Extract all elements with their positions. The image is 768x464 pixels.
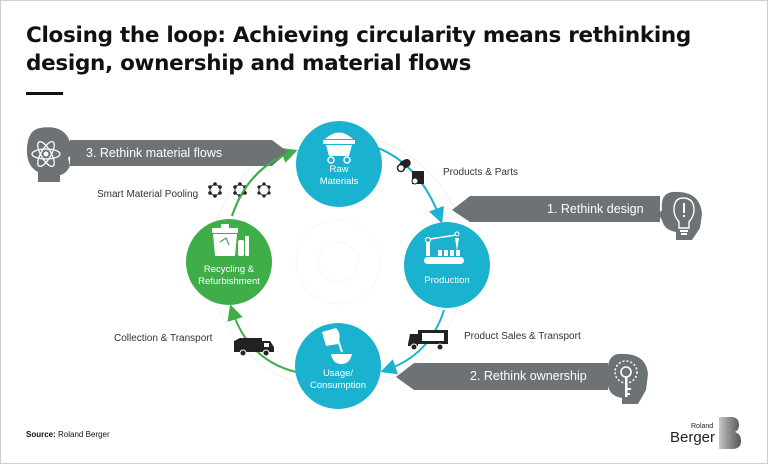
node-recycling-label: Recycling & Refurbishment — [184, 264, 274, 288]
head-lightbulb-icon — [658, 191, 702, 240]
node-usage-label: Usage/ Consumption — [293, 368, 383, 392]
source-label: Source: — [26, 430, 56, 439]
roland-berger-b-logo-icon — [719, 417, 741, 449]
banner-label-ownership: 2. Rethink ownership — [470, 369, 587, 383]
flow-arc-overlay — [231, 151, 293, 217]
recycle-bin-icon — [212, 224, 249, 256]
head-key-icon — [604, 353, 648, 404]
flow-arrow-raw-to-production — [377, 147, 444, 224]
banner-label-design: 1. Rethink design — [547, 202, 644, 216]
flow-label-material-pooling: Smart Material Pooling — [97, 189, 199, 200]
banner-label-material: 3. Rethink material flows — [86, 146, 223, 160]
head-atom-icon — [26, 127, 72, 182]
page-title: Closing the loop: Achieving circularity … — [26, 22, 726, 78]
node-production — [404, 222, 490, 308]
node-label-line: Recycling & — [203, 264, 255, 275]
node-label-line: Materials — [319, 176, 359, 187]
flow-label-products-parts: Products & Parts — [443, 167, 519, 178]
molecule-icons — [208, 182, 271, 198]
mine-cart-icon — [323, 132, 355, 164]
banner-rethink-ownership — [396, 363, 608, 390]
garbage-truck-icon — [234, 338, 274, 357]
banner-rethink-design — [452, 196, 660, 222]
source-note: Source: Roland Berger — [26, 430, 110, 439]
logo-text-bottom: Berger — [670, 429, 716, 446]
banner-rethink-material-flows — [70, 140, 288, 166]
flow-label-collection: Collection & Transport — [114, 333, 213, 344]
source-value: Roland Berger — [58, 430, 110, 439]
title-line-2: design, ownership and material flows — [26, 51, 472, 76]
node-usage-consumption — [295, 323, 381, 409]
node-label-line: Consumption — [310, 380, 366, 391]
node-recycling-refurbishment — [186, 219, 272, 305]
flow-arrow-production-to-usage — [380, 309, 445, 375]
robot-arm-conveyor-icon — [424, 231, 464, 264]
delivery-truck-icon — [408, 330, 448, 351]
node-label-line: Refurbishment — [198, 276, 260, 287]
faint-gear-icon — [295, 219, 381, 305]
node-label-line: Raw — [329, 164, 349, 175]
logo-text-top: Roland — [691, 423, 714, 430]
title-line-1: Closing the loop: Achieving circularity … — [26, 23, 691, 48]
node-raw-materials-label: Raw Materials — [294, 164, 384, 188]
title-underline — [26, 92, 63, 95]
flow-label-product-sales: Product Sales & Transport — [464, 331, 581, 342]
node-production-label: Production — [402, 275, 492, 287]
node-label-line: Usage/ — [322, 368, 354, 379]
node-label-line: Production — [424, 275, 470, 286]
rolls-icon — [396, 159, 424, 185]
pouring-bowl-icon — [322, 328, 352, 364]
node-raw-materials — [296, 121, 382, 207]
